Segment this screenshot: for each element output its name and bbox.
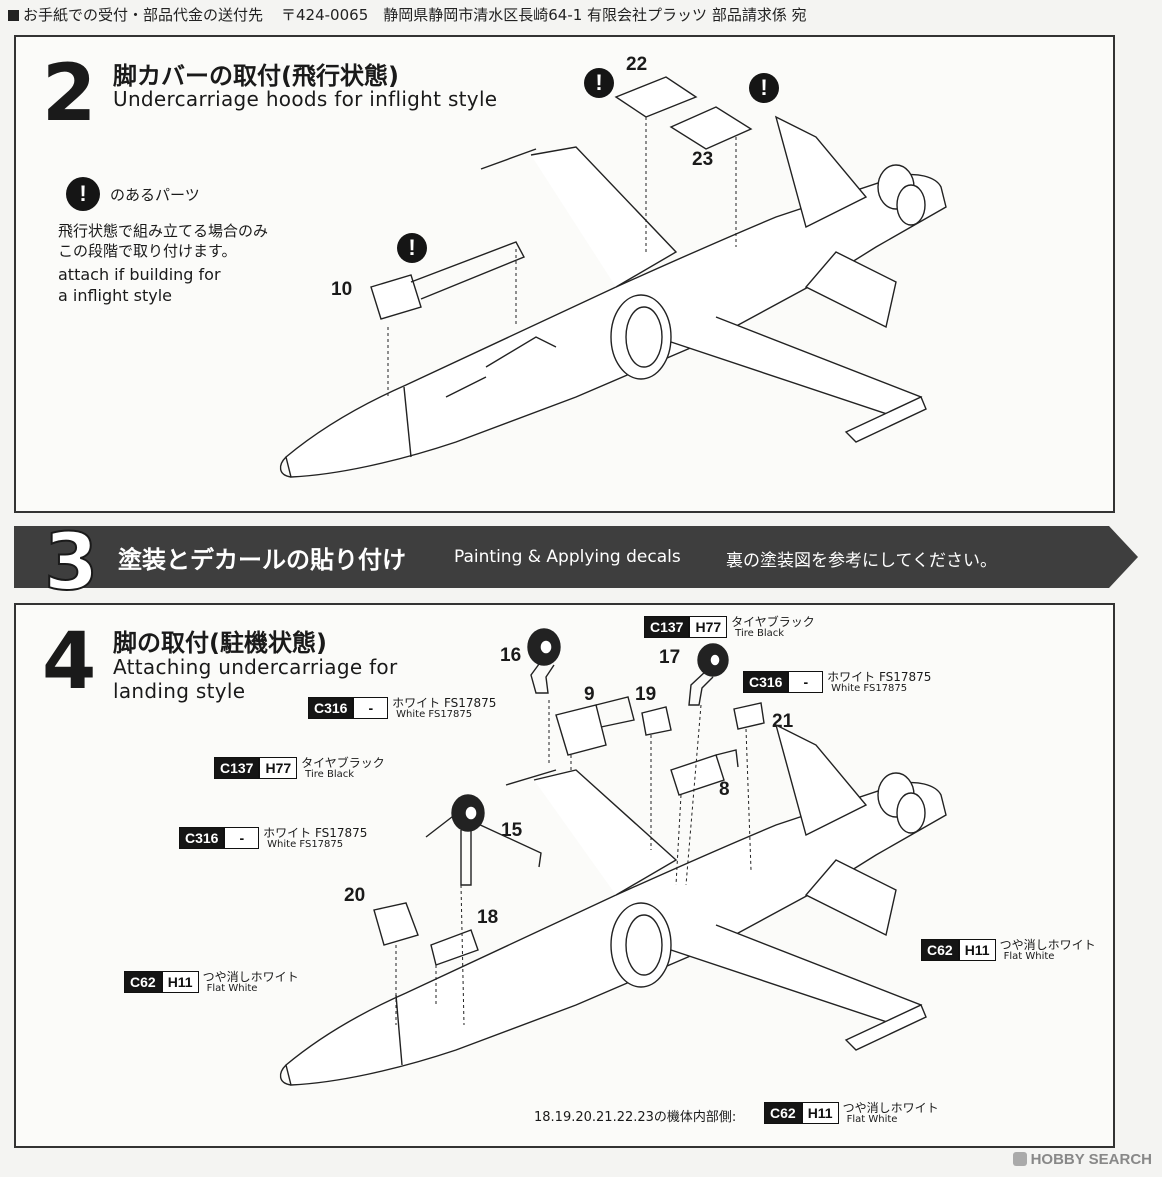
footer-note: 18.19.20.21.22.23の機体内部側: xyxy=(534,1106,736,1125)
header-address: 〒424-0065 静岡県静岡市清水区長崎64-1 有限会社プラッツ 部品請求係… xyxy=(281,6,807,24)
step3-title-en: Painting & Applying decals xyxy=(454,547,681,567)
aircraft-diagram-step4 xyxy=(279,628,947,1086)
paint-code-c: C316 xyxy=(179,827,225,849)
part-number: 16 xyxy=(500,645,522,666)
paint-code-h: H77 xyxy=(259,757,298,779)
paint-code-c: C137 xyxy=(214,757,260,779)
watermark-logo-icon xyxy=(1012,1152,1027,1166)
warning-icon: ! xyxy=(749,73,779,103)
paint-code-h: H77 xyxy=(689,616,728,638)
paint-code-h: H11 xyxy=(801,1102,839,1124)
paint-code-c: C137 xyxy=(644,616,690,638)
banner-arrow-shape xyxy=(14,526,1138,588)
paint-name-en: Flat White xyxy=(206,983,258,994)
aircraft-diagram-step2 xyxy=(279,76,947,478)
header-line: お手紙での受付・部品代金の送付先〒424-0065 静岡県静岡市清水区長崎64-… xyxy=(8,4,807,25)
step3-note-jp: 裏の塗装図を参考にしてください。 xyxy=(726,551,997,571)
part-number: 22 xyxy=(626,54,648,75)
part-number: 8 xyxy=(719,779,730,800)
step2-title-en: Undercarriage hoods for inflight style xyxy=(113,87,498,111)
paint-name-en: Flat White xyxy=(846,1114,898,1125)
paint-name-en: Tire Black xyxy=(735,628,785,639)
step4-number: 4 xyxy=(42,617,97,707)
paint-name-en: White FS17875 xyxy=(396,709,473,720)
step2-panel: 2 脚カバーの取付(飛行状態) Undercarriage hoods for … xyxy=(14,35,1115,513)
paint-name-jp: つや消しホワイト xyxy=(202,970,299,984)
watermark-text: HOBBY SEARCH xyxy=(1030,1151,1152,1168)
paint-code-c: C316 xyxy=(743,671,789,693)
part-number: 15 xyxy=(501,820,523,841)
step4-title-en-1: Attaching undercarriage for xyxy=(113,655,398,679)
square-bullet-icon xyxy=(8,10,19,21)
step2-number: 2 xyxy=(42,49,97,139)
warning-icon: ! xyxy=(397,233,427,263)
paint-name-en: Tire Black xyxy=(305,769,355,780)
paint-code-h: - xyxy=(224,827,260,849)
step3-number: 3 xyxy=(43,517,99,609)
note-en-2: a inflight style xyxy=(58,286,173,305)
warning-icon: ! xyxy=(584,68,614,98)
step4-panel: 4 脚の取付(駐機状態) Attaching undercarriage for… xyxy=(14,603,1115,1148)
paint-code-h: - xyxy=(353,697,389,719)
paint-name-jp: つや消しホワイト xyxy=(999,938,1096,952)
part-number: 17 xyxy=(659,647,681,668)
paint-code-c: C62 xyxy=(124,971,162,993)
paint-name-en: Flat White xyxy=(1003,951,1055,962)
step4-title-jp: 脚の取付(駐機状態) xyxy=(113,629,327,657)
paint-name-en: White FS17875 xyxy=(267,839,344,850)
paint-name-jp: タイヤブラック xyxy=(731,615,815,629)
step4-title-en-2: landing style xyxy=(113,679,246,703)
paint-name-jp: つや消しホワイト xyxy=(842,1101,939,1115)
paint-name-jp: タイヤブラック xyxy=(301,756,385,770)
warning-legend: のあるパーツ xyxy=(110,186,200,204)
note-jp-2: この段階で取り付けます。 xyxy=(58,242,237,260)
part-number: 10 xyxy=(331,279,353,300)
part-number: 23 xyxy=(692,149,714,170)
paint-name-en: White FS17875 xyxy=(831,683,908,694)
paint-code-h: - xyxy=(788,671,824,693)
paint-name-jp: ホワイト FS17875 xyxy=(827,670,932,684)
part-number: 9 xyxy=(584,684,595,705)
paint-name-jp: ホワイト FS17875 xyxy=(392,696,497,710)
paint-code-h: H11 xyxy=(958,939,996,961)
part-number: 20 xyxy=(344,885,366,906)
paint-code-c: C316 xyxy=(308,697,354,719)
watermark: HOBBY SEARCH xyxy=(1012,1151,1152,1168)
step2-title-jp: 脚カバーの取付(飛行状態) xyxy=(113,62,399,90)
paint-code-c: C62 xyxy=(764,1102,802,1124)
step3-title-jp: 塗装とデカールの貼り付け xyxy=(118,546,406,574)
part-number: 19 xyxy=(635,684,657,705)
paint-code-c: C62 xyxy=(921,939,959,961)
paint-code-h: H11 xyxy=(161,971,199,993)
paint-name-jp: ホワイト FS17875 xyxy=(263,826,368,840)
footer-note-text: 18.19.20.21.22.23の機体内部側: xyxy=(534,1110,737,1125)
note-en-1: attach if building for xyxy=(58,265,221,284)
part-number: 18 xyxy=(477,907,499,928)
warning-icon: ! xyxy=(66,177,100,211)
header-label: お手紙での受付・部品代金の送付先 xyxy=(23,6,264,24)
note-jp-1: 飛行状態で組み立てる場合のみ xyxy=(58,222,269,240)
step3-banner: 3 塗装とデカールの貼り付け Painting & Applying decal… xyxy=(14,517,1138,609)
